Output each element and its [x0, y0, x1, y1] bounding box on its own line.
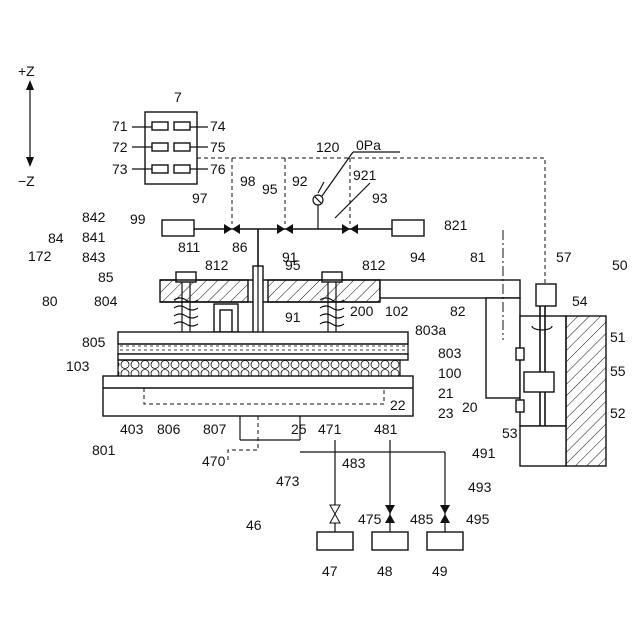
- label-483: 483: [342, 455, 366, 471]
- label-84: 84: [48, 230, 64, 246]
- label-99: 99: [130, 211, 146, 227]
- label-473: 473: [276, 473, 300, 489]
- drive-unit: [516, 284, 606, 466]
- label-495: 495: [466, 511, 490, 527]
- label-485: 485: [410, 511, 434, 527]
- axis-minus-label: −Z: [18, 173, 35, 189]
- stage-25: [228, 416, 300, 460]
- label-23: 23: [438, 405, 454, 421]
- label-22: 22: [390, 397, 406, 413]
- label-470: 470: [202, 453, 226, 469]
- label-102: 102: [385, 303, 409, 319]
- controller: 7 71 72 73 74 75 76: [112, 89, 226, 184]
- label-54: 54: [572, 293, 588, 309]
- label-98: 98: [240, 173, 256, 189]
- label-843: 843: [82, 249, 106, 265]
- label-172: 172: [28, 248, 52, 264]
- label-82: 82: [450, 303, 466, 319]
- label-92: 92: [292, 173, 308, 189]
- label-812b: 812: [362, 257, 386, 273]
- label-475: 475: [358, 511, 382, 527]
- label-803: 803: [438, 345, 462, 361]
- controller-sub-76: 76: [210, 161, 226, 177]
- label-103: 103: [66, 358, 90, 374]
- axis-plus-label: +Z: [18, 63, 35, 79]
- label-91b: 91: [285, 309, 301, 325]
- label-471: 471: [318, 421, 342, 437]
- label-804: 804: [94, 293, 118, 309]
- label-50: 50: [612, 257, 628, 273]
- z-axis-indicator: +Z −Z: [18, 63, 35, 189]
- label-821: 821: [444, 217, 468, 233]
- valve-93: [342, 224, 358, 234]
- label-491: 491: [472, 445, 496, 461]
- label-55: 55: [610, 363, 626, 379]
- controller-sub-73: 73: [112, 161, 128, 177]
- label-95a: 95: [262, 181, 278, 197]
- label-811: 811: [178, 239, 201, 255]
- valve-92: [277, 224, 293, 234]
- label-481: 481: [374, 421, 398, 437]
- gauge-reading-label: 0Pa: [356, 137, 381, 153]
- label-94: 94: [410, 249, 426, 265]
- valve-97: [224, 224, 240, 234]
- label-95b: 95: [285, 257, 301, 273]
- lid-assembly: [160, 266, 380, 342]
- label-51: 51: [610, 329, 626, 345]
- label-200: 200: [350, 303, 374, 319]
- label-493: 493: [468, 479, 492, 495]
- controller-sub-74: 74: [210, 118, 226, 134]
- label-85: 85: [98, 269, 114, 285]
- label-841: 841: [82, 229, 106, 245]
- label-86: 86: [232, 239, 248, 255]
- exhaust-tree: [300, 440, 463, 550]
- label-803a: 803a: [415, 322, 446, 338]
- gauge-ref-label: 120: [316, 139, 340, 155]
- label-807: 807: [203, 421, 227, 437]
- label-842: 842: [82, 209, 106, 225]
- label-46: 46: [246, 517, 262, 533]
- label-52: 52: [610, 405, 626, 421]
- label-21: 21: [438, 385, 454, 401]
- label-48: 48: [377, 563, 393, 579]
- substrate-stack: [103, 332, 413, 416]
- label-801: 801: [92, 442, 116, 458]
- label-812a: 812: [205, 257, 229, 273]
- label-80: 80: [42, 293, 58, 309]
- label-97: 97: [192, 190, 208, 206]
- controller-sub-75: 75: [210, 139, 226, 155]
- label-100: 100: [438, 365, 462, 381]
- label-921: 921: [353, 167, 377, 183]
- label-49: 49: [432, 563, 448, 579]
- label-806: 806: [157, 421, 181, 437]
- label-47: 47: [322, 563, 338, 579]
- label-403: 403: [120, 421, 144, 437]
- label-81: 81: [470, 249, 486, 265]
- label-93: 93: [372, 190, 388, 206]
- controller-ref: 7: [174, 89, 182, 105]
- label-25: 25: [291, 421, 307, 437]
- controller-sub-71: 71: [112, 118, 128, 134]
- label-805: 805: [82, 334, 106, 350]
- label-57: 57: [556, 249, 572, 265]
- label-53: 53: [502, 425, 518, 441]
- label-20: 20: [462, 399, 478, 415]
- controller-sub-72: 72: [112, 139, 128, 155]
